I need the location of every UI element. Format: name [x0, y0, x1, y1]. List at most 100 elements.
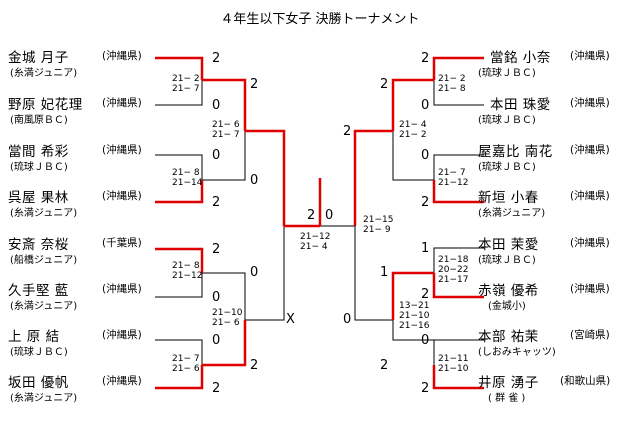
player-team: (沖縄県)	[570, 144, 610, 156]
win-count: 2	[212, 195, 221, 210]
win-count: 2	[250, 77, 259, 92]
player-name: 本部 祐茉	[478, 329, 539, 345]
player-team: (沖縄県)	[102, 190, 142, 202]
player-club: (南風原ＢＣ)	[10, 115, 68, 126]
player-team: (沖縄県)	[570, 283, 610, 295]
left-r1-m4-winner	[155, 365, 204, 390]
player-team: (沖縄県)	[102, 329, 142, 341]
match-score: 21− 7 21− 6	[172, 354, 200, 374]
win-count: 2	[421, 195, 430, 210]
player-name: 屋嘉比 南花	[478, 144, 553, 160]
player-team: (沖縄県)	[570, 190, 610, 202]
player-name: 新垣 小春	[478, 190, 539, 206]
player-club: (糸満ジュニア)	[10, 393, 78, 404]
player-club: (琉球ＪＢＣ)	[478, 115, 536, 126]
player-club: (糸満ジュニア)	[478, 208, 546, 219]
player-name: 上 原 結	[8, 329, 60, 345]
right-r1-m2-loser	[433, 154, 484, 180]
win-count: 2	[380, 358, 389, 373]
win-count: 1	[421, 241, 430, 256]
right-r1-m3-loser	[433, 247, 484, 273]
player-club: ( 群 雀 )	[488, 393, 526, 404]
win-count: 2	[421, 51, 430, 66]
match-score: 21− 6 21− 7	[212, 120, 240, 140]
win-count: 2	[250, 358, 259, 373]
final-right-wins: 0	[325, 208, 334, 223]
win-count: 2	[212, 242, 221, 257]
right-sf-winner	[353, 129, 393, 226]
player-club: (琉球ＪＢＣ)	[10, 347, 68, 358]
player-name: 本田 茉愛	[478, 237, 539, 253]
win-count: 2	[380, 77, 389, 92]
left-r1-m3-loser	[155, 273, 203, 298]
right-sf-loser	[354, 226, 393, 321]
left-r2-winner	[202, 78, 247, 131]
match-score: 21− 8 21−14	[172, 168, 203, 188]
win-count: 2	[212, 51, 221, 66]
match-score: 21−15 21− 9	[363, 215, 394, 235]
player-team: (沖縄県)	[570, 237, 610, 249]
right-r1-m2-winner	[432, 180, 484, 204]
win-count: 2	[343, 124, 352, 139]
player-name: 呉屋 果林	[8, 190, 69, 206]
win-count: 0	[343, 312, 352, 327]
player-team: (沖縄県)	[102, 283, 142, 295]
player-team: (沖縄県)	[102, 50, 142, 62]
player-club: (糸満ジュニア)	[10, 301, 78, 312]
match-score: 13−21 21−10 21−16	[399, 301, 430, 331]
match-score: 21−10 21− 6	[212, 308, 243, 328]
win-count: 0	[421, 148, 430, 163]
player-name: 赤嶺 優希	[478, 283, 539, 299]
player-club: (琉球ＪＢＣ)	[10, 162, 68, 173]
player-team: (千葉県)	[102, 237, 142, 249]
player-team: (沖縄県)	[570, 50, 610, 62]
player-club: (琉球ＪＢＣ)	[478, 162, 536, 173]
win-count: 0	[212, 333, 221, 348]
win-count: 0	[421, 333, 430, 348]
right-r2-winner	[391, 78, 434, 131]
player-club: (琉球ＪＢＣ)	[478, 68, 536, 79]
left-r2b-loser	[202, 272, 246, 320]
win-count: 2	[421, 381, 430, 396]
player-team: (宮崎県)	[570, 329, 610, 341]
player-name: 金城 月子	[8, 50, 69, 66]
right-r1-m4-winner	[432, 365, 484, 390]
player-name: 坂田 優帆	[8, 375, 69, 391]
right-r2b-loser	[392, 320, 434, 341]
left-r1-m2-winner	[155, 180, 204, 204]
player-name: 野原 妃花理	[8, 97, 83, 113]
win-count: 0	[212, 148, 221, 163]
right-r1-m1-winner	[432, 56, 484, 80]
match-score: 21− 4 21− 2	[399, 120, 427, 140]
player-team: (和歌山県)	[560, 375, 611, 387]
player-name: 井原 湧子	[478, 375, 539, 391]
win-count: 2	[421, 287, 430, 302]
left-r2-loser	[202, 131, 246, 181]
player-name: 本田 珠愛	[490, 97, 551, 113]
player-name: 安斎 奈桜	[8, 237, 69, 253]
left-r1-m2-loser	[155, 154, 203, 180]
page-title: ４年生以下女子 決勝トーナメント	[220, 12, 420, 27]
final-left-wins: 2	[307, 208, 316, 223]
win-count: 0	[421, 98, 430, 113]
left-sf-loser	[245, 226, 285, 321]
player-club: (船橋ジュニア)	[10, 255, 78, 266]
right-r1-m1-loser	[433, 80, 484, 106]
win-count: 0	[212, 98, 221, 113]
match-score: 21−12 21− 4	[300, 232, 331, 252]
left-r1-m1-loser	[155, 80, 203, 106]
player-name: 當間 希彩	[8, 144, 69, 160]
right-r2-loser	[392, 131, 434, 181]
win-count: 0	[250, 265, 259, 280]
player-club: (金城小)	[488, 301, 526, 312]
player-name: 久手堅 藍	[8, 283, 69, 299]
win-count: 2	[212, 381, 221, 396]
right-r2b-winner	[391, 271, 434, 320]
win-count: 0	[250, 173, 259, 188]
player-club: (糸満ジュニア)	[10, 208, 78, 219]
match-score: 21− 2 21− 7	[172, 74, 200, 94]
win-count: 0	[212, 290, 221, 305]
player-team: (沖縄県)	[570, 97, 610, 109]
